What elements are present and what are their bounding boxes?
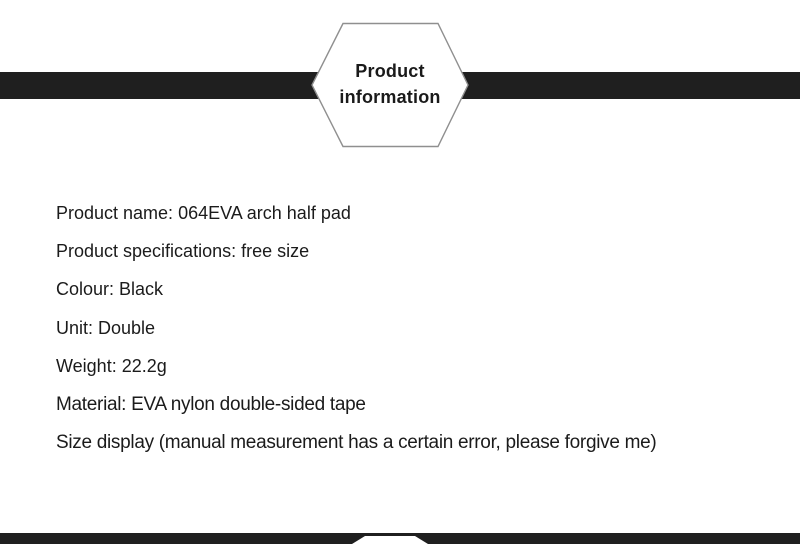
hexagon-shape-icon [311, 22, 469, 148]
section-title: Product information [310, 58, 470, 110]
size-display-line: Size display (manual measurement has a c… [56, 431, 657, 453]
product-details-list: Product name: 064EVA arch half pad Produ… [56, 194, 786, 462]
product-name-line: Product name: 064EVA arch half pad [56, 202, 351, 223]
material-line: Material: EVA nylon double-sided tape [56, 393, 366, 415]
section-title-line1: Product [355, 61, 425, 81]
unit-line: Unit: Double [56, 317, 156, 338]
bottom-divider-icon [0, 533, 800, 544]
bottom-divider-strip [0, 533, 800, 544]
colour-line: Colour: Black [56, 279, 164, 300]
hexagon-badge: Product information [310, 22, 470, 148]
weight-line: Weight: 22.2g [56, 355, 167, 376]
section-title-line2: information [339, 87, 441, 107]
product-specs-line: Product specifications: free size [56, 240, 310, 261]
section-header-banner: Product information [0, 0, 800, 170]
